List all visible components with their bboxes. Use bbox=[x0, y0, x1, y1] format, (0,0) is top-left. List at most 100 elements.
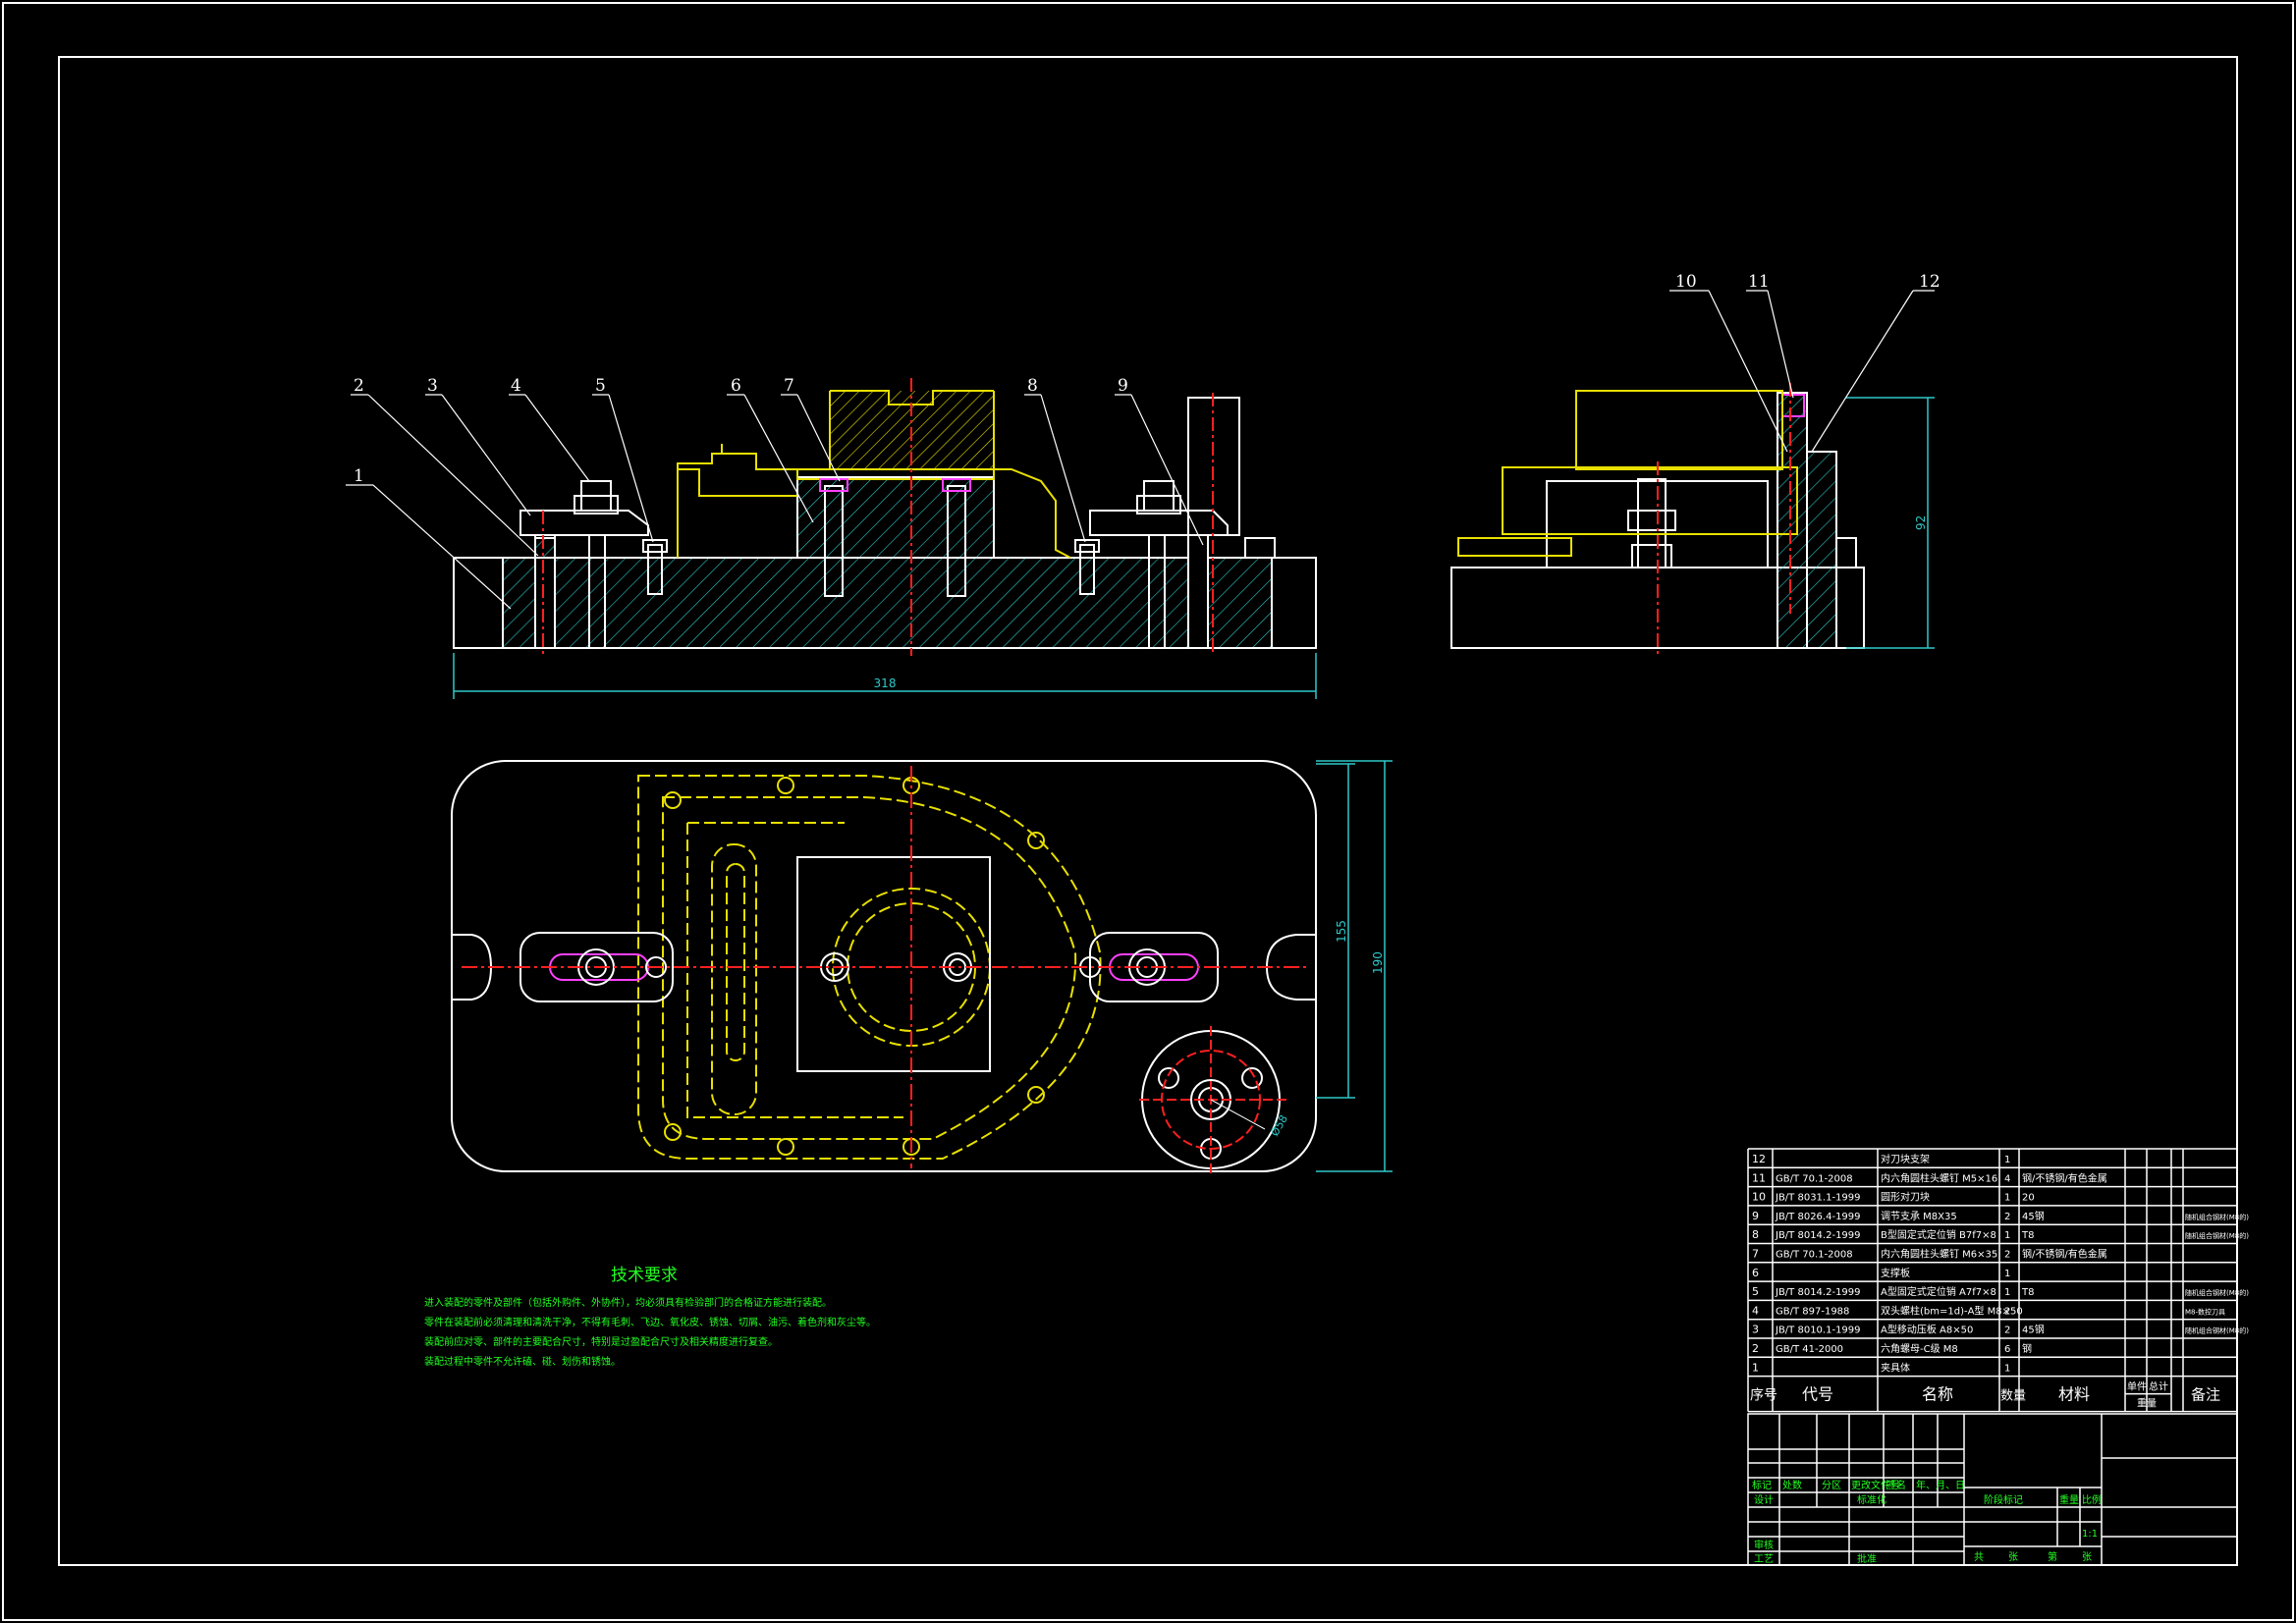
bom-header-no: 序号 bbox=[1750, 1388, 1777, 1404]
bom-name: 圆形对刀块 bbox=[1881, 1191, 1930, 1204]
bom-qty: 6 bbox=[2004, 1344, 2010, 1355]
bom-qty: 1 bbox=[2004, 1363, 2010, 1374]
title-block bbox=[1747, 1413, 2238, 1566]
bom-header-code: 代号 bbox=[1802, 1385, 1833, 1404]
tb-sheet-unit: 张 bbox=[2082, 1551, 2092, 1563]
bom-no: 10 bbox=[1752, 1191, 1766, 1204]
bom-name: 内六角圆柱头螺钉 M5×16 bbox=[1881, 1171, 1997, 1184]
tb-sheets-unit: 张 bbox=[2008, 1551, 2018, 1563]
balloons-front: 1 2 3 4 5 6 7 8 9 bbox=[354, 376, 1128, 486]
bom-no: 1 bbox=[1752, 1361, 1759, 1374]
bom-material: 钢 bbox=[2022, 1342, 2032, 1355]
bom-no: 11 bbox=[1752, 1171, 1766, 1184]
bom-qty: 1 bbox=[2004, 1155, 2010, 1165]
dim-side-height: 92 bbox=[1914, 515, 1928, 530]
bom-note: 随机组合钢材(M8的) bbox=[2185, 1326, 2249, 1335]
bom-qty: 2 bbox=[2004, 1212, 2010, 1222]
bom-code: GB/T 70.1-2008 bbox=[1776, 1173, 1853, 1184]
bom-qty: 2 bbox=[2004, 1325, 2010, 1336]
tb-standard: 标准化 bbox=[1857, 1493, 1886, 1506]
bom-material: 20 bbox=[2022, 1193, 2035, 1204]
bom-name: 内六角圆柱头螺钉 M6×35 bbox=[1881, 1248, 1997, 1261]
bom-code: JB/T 8010.1-1999 bbox=[1775, 1325, 1861, 1336]
bom-qty: 2 bbox=[2004, 1250, 2010, 1261]
tb-count: 处数 bbox=[1782, 1479, 1802, 1491]
bom-table bbox=[1747, 1148, 2238, 1413]
bom-header-name: 名称 bbox=[1922, 1385, 1953, 1404]
bom-name: 调节支承 M8X35 bbox=[1881, 1211, 1957, 1222]
bom-qty: 4 bbox=[2004, 1173, 2010, 1184]
bom-note: 随机组合钢材(M8的) bbox=[2185, 1231, 2249, 1240]
tb-scale-value: 1:1 bbox=[2082, 1529, 2098, 1540]
bom-name: 夹具体 bbox=[1881, 1361, 1910, 1374]
bom-header-qty: 数量 bbox=[2000, 1389, 2026, 1404]
tb-mark: 标记 bbox=[1752, 1480, 1772, 1491]
bom-material: 钢/不锈钢/有色金属 bbox=[2022, 1171, 2107, 1184]
side-dimension bbox=[1846, 397, 1935, 649]
tb-stage: 阶段标记 bbox=[1984, 1493, 2023, 1506]
balloon-9: 9 bbox=[1118, 376, 1128, 396]
tb-approve: 批准 bbox=[1857, 1552, 1877, 1565]
bom-qty: 1 bbox=[2004, 1230, 2010, 1241]
dim-plan-outer: 190 bbox=[1371, 951, 1385, 974]
bom-material: 钢/不锈钢/有色金属 bbox=[2022, 1248, 2107, 1261]
bom-qty: 1 bbox=[2004, 1193, 2010, 1204]
bom-no: 9 bbox=[1752, 1210, 1759, 1222]
balloon-1: 1 bbox=[354, 466, 364, 486]
balloon-8: 8 bbox=[1027, 376, 1038, 396]
tb-weight: 重量 bbox=[2059, 1493, 2079, 1506]
tb-zone: 分区 bbox=[1822, 1480, 1841, 1491]
bom-no: 4 bbox=[1752, 1304, 1759, 1317]
balloon-7: 7 bbox=[784, 376, 794, 396]
balloon-2: 2 bbox=[354, 376, 364, 396]
bom-code: JB/T 8031.1-1999 bbox=[1775, 1193, 1861, 1204]
balloon-10: 10 bbox=[1675, 272, 1697, 292]
bom-header-unit: 单件 bbox=[2127, 1381, 2147, 1393]
bom-note: 随机组合钢材(M8的) bbox=[2185, 1213, 2249, 1221]
bom-code: GB/T 897-1988 bbox=[1776, 1306, 1849, 1317]
title-block-text: 标记 处数 分区 更改文件号 签名 年、月、日 设计 标准化 审核 工艺 批准 … bbox=[1752, 1479, 2102, 1565]
tb-scale: 比例 bbox=[2082, 1493, 2102, 1506]
dim-front-length: 318 bbox=[874, 676, 897, 690]
bom-no: 5 bbox=[1752, 1285, 1759, 1298]
leaders-side bbox=[1669, 290, 1935, 453]
bom-header-note: 备注 bbox=[2191, 1386, 2220, 1404]
bom-qty: 1 bbox=[2004, 1287, 2010, 1298]
bom-material: T8 bbox=[2021, 1287, 2034, 1298]
bom-qty: 2 bbox=[2004, 1306, 2010, 1317]
bom-material: 45钢 bbox=[2022, 1324, 2045, 1336]
tech-title: 技术要求 bbox=[611, 1266, 678, 1285]
bom-note: M8-数控刀具 bbox=[2185, 1307, 2225, 1316]
bom-no: 2 bbox=[1752, 1342, 1759, 1355]
bom-code: GB/T 41-2000 bbox=[1776, 1344, 1843, 1355]
balloons-side: 10 11 12 bbox=[1675, 272, 1941, 292]
bom-note: 随机组合钢材(M8的) bbox=[2185, 1288, 2249, 1297]
tb-process: 工艺 bbox=[1754, 1553, 1774, 1565]
balloon-6: 6 bbox=[731, 376, 741, 396]
dim-plan-inner: 155 bbox=[1335, 920, 1348, 943]
balloon-4: 4 bbox=[511, 376, 521, 396]
inner-frame bbox=[58, 56, 2238, 1566]
tb-sheet-no: 第 bbox=[2048, 1550, 2057, 1563]
balloon-12: 12 bbox=[1919, 272, 1941, 292]
tb-date: 年、月、日 bbox=[1916, 1479, 1965, 1491]
tech-line: 装配前应对零、部件的主要配合尺寸，特别是过盈配合尺寸及相关精度进行复查。 bbox=[424, 1335, 778, 1348]
side-view bbox=[1450, 383, 1865, 656]
bom-name: 对刀块支架 bbox=[1881, 1153, 1930, 1165]
bom-name: B型固定式定位销 B7f7×8 bbox=[1881, 1228, 1996, 1241]
tb-change-doc: 更改文件号 bbox=[1851, 1479, 1900, 1491]
tech-line: 零件在装配前必须清理和清洗干净，不得有毛刺、飞边、氧化皮、锈蚀、切屑、油污、着色… bbox=[424, 1316, 876, 1328]
bom-name: 双头螺柱(bm=1d)-A型 M8×50 bbox=[1881, 1304, 2023, 1317]
front-dimension bbox=[453, 653, 1317, 699]
tb-sign: 签名 bbox=[1886, 1479, 1906, 1491]
balloon-3: 3 bbox=[427, 376, 438, 396]
plan-dimensions bbox=[1316, 760, 1393, 1172]
bom-name: A型移动压板 A8×50 bbox=[1881, 1324, 1973, 1336]
bom-no: 12 bbox=[1752, 1153, 1766, 1165]
bom-code: JB/T 8014.2-1999 bbox=[1775, 1230, 1861, 1241]
tb-sheets-total: 共 bbox=[1974, 1551, 1984, 1563]
base-body bbox=[453, 557, 1317, 649]
